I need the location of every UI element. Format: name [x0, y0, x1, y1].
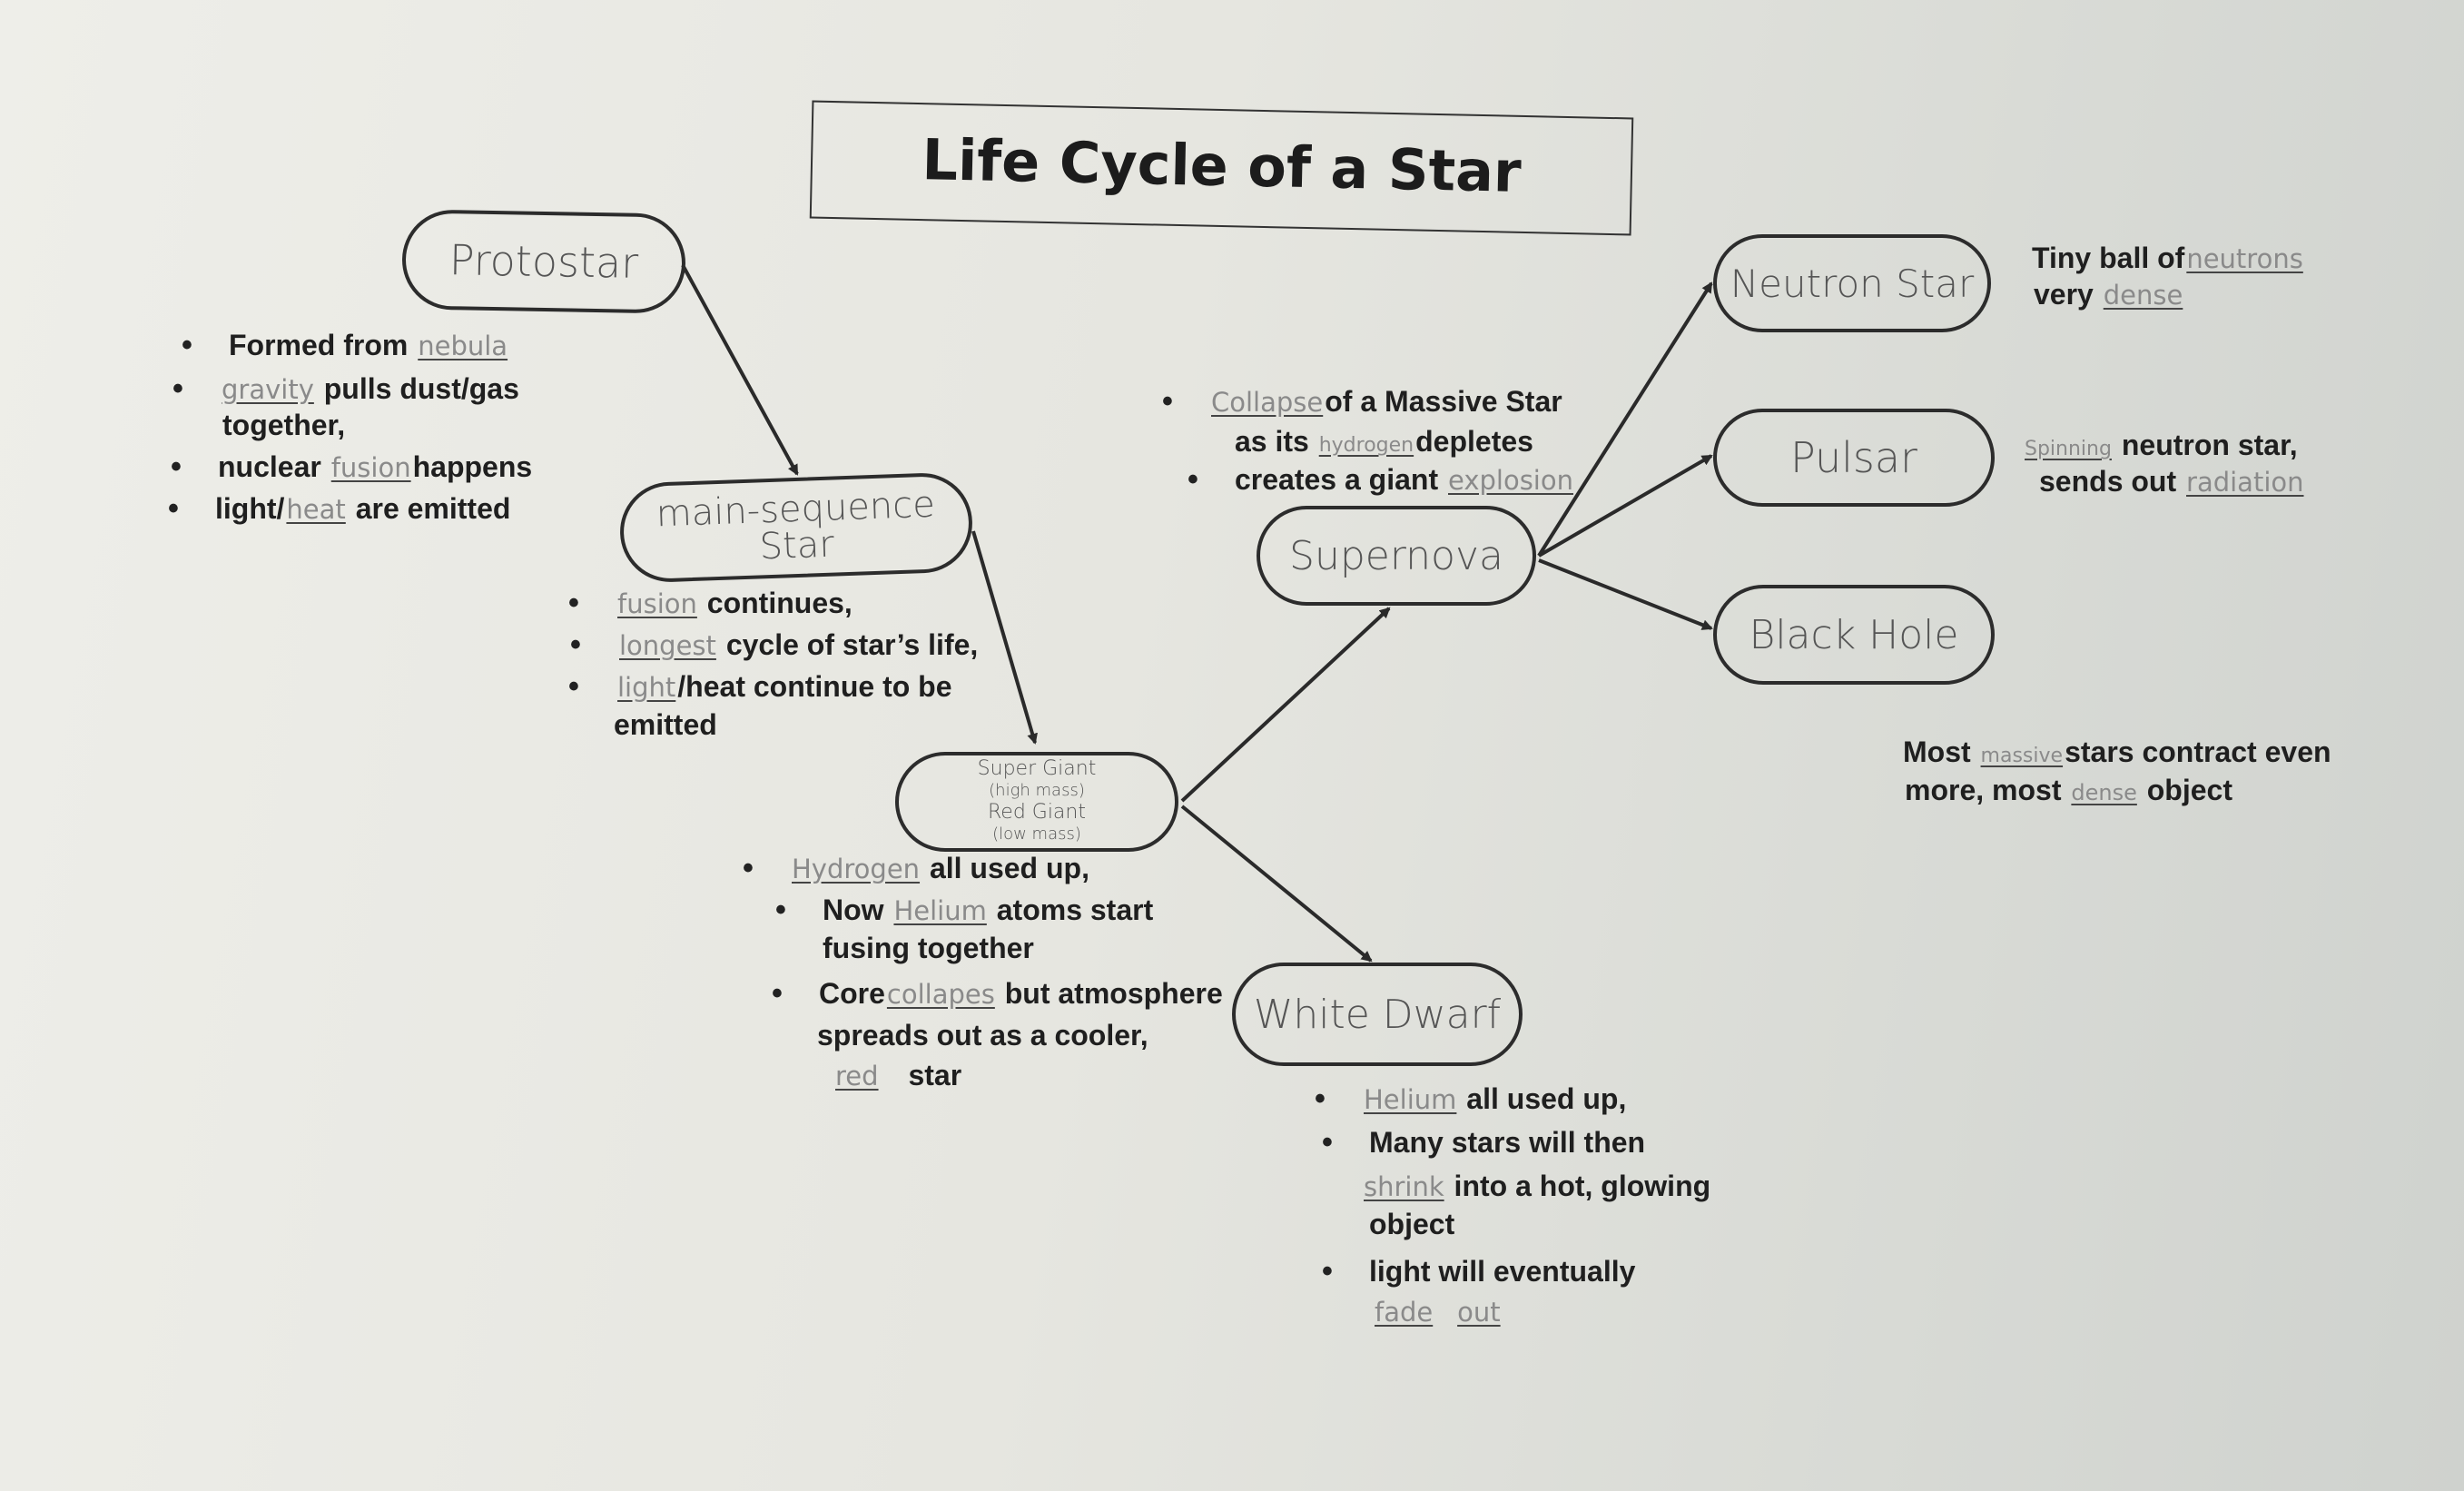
main-sequence-note-3: light/heat continue to be: [568, 667, 951, 707]
fill-red: red: [835, 1061, 879, 1091]
arrow-main-sequence-to-supergiant: [971, 530, 1038, 745]
node-neutron-star: Neutron Star: [1713, 234, 1991, 332]
arrow-supergiant-to-white-dwarf: [1180, 805, 1373, 963]
supergiant-note-1: Hydrogen all used up,: [743, 848, 1089, 889]
fill-fusion-continues: fusion: [617, 588, 697, 619]
fill-neutrons: neutrons: [2186, 243, 2303, 274]
protostar-note-1: Formed from nebula: [182, 325, 509, 366]
fill-gravity: gravity: [222, 374, 314, 405]
fill-massive: massive: [1980, 745, 2064, 767]
supergiant-note-3-cont: spreads out as a cooler,: [817, 1019, 1148, 1052]
node-black-hole: Black Hole: [1713, 585, 1995, 685]
arrow-supernova-to-pulsar: [1537, 454, 1713, 558]
fill-dense-neutron: dense: [2103, 280, 2183, 311]
white-dwarf-note-3-cont: fade out: [1369, 1291, 1512, 1332]
fill-explosion: explosion: [1448, 465, 1573, 496]
arrow-supernova-to-neutron-star: [1537, 281, 1713, 558]
fill-collapse: Collapse: [1211, 387, 1324, 418]
node-supergiant-line4: (low mass): [992, 824, 1081, 844]
supernova-note-2: creates a giant explosion: [1188, 459, 1575, 500]
black-hole-note-1: Most massivestars contract even: [1903, 736, 2331, 768]
main-sequence-note-1: fusion continues,: [568, 583, 853, 624]
node-pulsar: Pulsar: [1713, 409, 1995, 507]
fill-light: light: [617, 672, 676, 703]
protostar-note-2: gravity pulls dust/gas: [172, 369, 519, 410]
protostar-note-2-cont: together,: [222, 409, 346, 441]
fill-out: out: [1457, 1297, 1501, 1328]
fill-hydrogen: Hydrogen: [792, 854, 921, 884]
node-neutron-star-label: Neutron Star: [1730, 261, 1975, 306]
white-dwarf-note-2-cont: shrink into a hot, glowing: [1364, 1170, 1711, 1202]
node-supergiant-line2: (high mass): [989, 781, 1085, 800]
supergiant-note-3: Corecollapes but atmosphere: [772, 973, 1223, 1014]
fill-fusion: fusion: [330, 452, 411, 483]
node-supernova-label: Supernova: [1289, 532, 1503, 579]
main-sequence-note-3-cont: emitted: [614, 708, 717, 741]
protostar-note-4: light/heat are emitted: [168, 489, 510, 529]
fill-fade: fade: [1375, 1297, 1434, 1328]
fill-helium-used: Helium: [1364, 1084, 1457, 1115]
white-dwarf-note-2: Many stars will then: [1322, 1122, 1645, 1162]
page-title: Life Cycle of a Star: [921, 126, 1523, 205]
node-main-sequence-label: main-sequence Star: [655, 483, 936, 568]
fill-collapes: collapes: [886, 979, 995, 1010]
fill-shrink: shrink: [1364, 1171, 1444, 1202]
pulsar-note-1: Spinning neutron star,: [2025, 429, 2298, 461]
neutron-star-note-1: Tiny ball ofneutrons: [2032, 242, 2303, 274]
white-dwarf-note-2-cont2: object: [1369, 1208, 1455, 1240]
arrow-protostar-to-main-sequence: [681, 264, 799, 476]
supernova-note-1-cont: as its hydrogendepletes: [1235, 425, 1533, 458]
fill-spinning: Spinning: [2025, 438, 2112, 460]
fill-dense-object: dense: [2071, 780, 2137, 805]
supernova-note-1: Collapseof a Massive Star: [1162, 381, 1562, 422]
white-dwarf-note-1: Helium all used up,: [1315, 1079, 1626, 1120]
fill-helium-atoms: Helium: [893, 895, 987, 926]
arrow-supernova-to-black-hole: [1538, 558, 1713, 630]
node-pulsar-label: Pulsar: [1790, 433, 1917, 482]
supergiant-note-3-cont2: red star: [813, 1055, 961, 1096]
protostar-note-3: nuclear fusionhappens: [171, 447, 532, 488]
node-main-sequence: main-sequence Star: [618, 471, 974, 584]
white-dwarf-note-3: light will eventually: [1322, 1251, 1635, 1291]
fill-nebula: nebula: [418, 331, 508, 361]
node-protostar-label: Protostar: [448, 235, 639, 288]
node-supergiant-line1: Super Giant: [977, 757, 1097, 780]
node-white-dwarf: White Dwarf: [1232, 963, 1523, 1066]
title-box: Life Cycle of a Star: [809, 100, 1634, 236]
fill-radiation: radiation: [2186, 467, 2304, 498]
node-white-dwarf-label: White Dwarf: [1253, 991, 1502, 1038]
fill-longest: longest: [619, 630, 716, 661]
node-supergiant-line3: Red Giant: [987, 801, 1086, 824]
pulsar-note-2: sends out radiation: [2039, 465, 2304, 498]
supergiant-note-2: Now Helium atoms start: [775, 890, 1153, 931]
fill-heat: heat: [286, 494, 346, 525]
supergiant-note-2-cont: fusing together: [823, 932, 1034, 964]
arrow-supergiant-to-supernova: [1180, 607, 1391, 803]
black-hole-note-2: more, most dense object: [1905, 774, 2232, 806]
neutron-star-note-2: very dense: [2034, 278, 2183, 311]
node-supergiant: Super Giant (high mass) Red Giant (low m…: [895, 752, 1178, 852]
node-protostar: Protostar: [401, 209, 686, 314]
node-supernova: Supernova: [1257, 506, 1536, 606]
main-sequence-note-2: longest cycle of star’s life,: [570, 625, 978, 666]
fill-hydrogen-depletes: hydrogen: [1318, 434, 1414, 457]
node-black-hole-label: Black Hole: [1749, 611, 1959, 658]
